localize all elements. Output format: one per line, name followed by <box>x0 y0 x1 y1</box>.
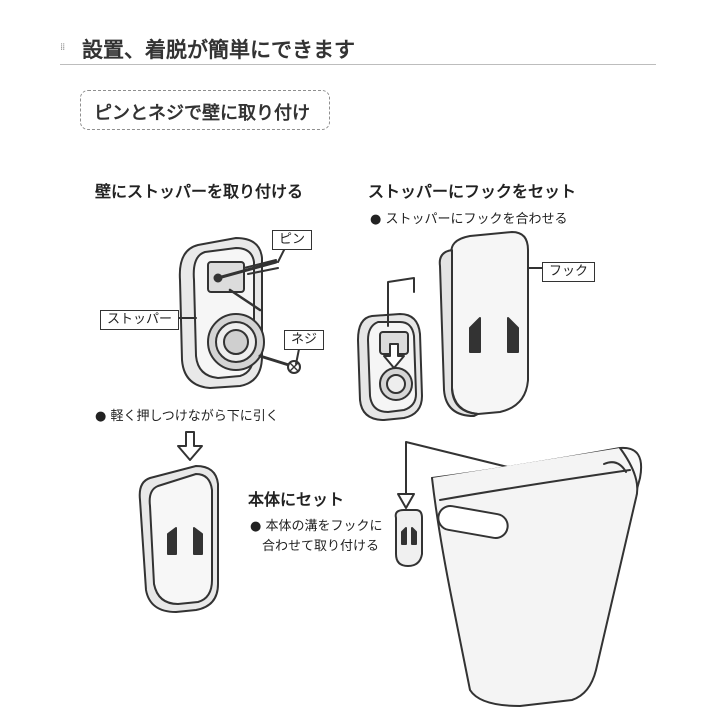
page-title: 設置、着脱が簡単にできます <box>82 38 355 62</box>
hook-callout: フック <box>542 262 596 282</box>
pin-callout: ピン <box>272 230 313 250</box>
stopper-diagram-icon <box>175 237 301 389</box>
step2-note: ● ストッパーにフックを合わせる <box>370 212 568 227</box>
method-badge-label: ピンとネジで壁に取り付け <box>94 103 310 124</box>
step2-title: ストッパーにフックをセット <box>368 182 577 201</box>
mounted-plate-icon <box>138 465 219 613</box>
stopper-callout: ストッパー <box>100 310 180 330</box>
step3-title: 本体にセット <box>248 490 345 509</box>
header-bullet-icon: ⁞⁞ <box>60 42 65 53</box>
step1-title: 壁にストッパーを取り付ける <box>95 182 304 201</box>
method-badge: ピンとネジで壁に取り付け <box>80 90 330 130</box>
step3-note-line2: 合わせて取り付ける <box>262 539 380 554</box>
step1-note: ● 軽く押しつけながら下に引く <box>95 409 279 424</box>
section-header: ⁞⁞ 設置、着脱が簡単にできます <box>60 34 656 65</box>
hook-on-stopper-icon <box>357 231 545 421</box>
step3-note-line1: ● 本体の溝をフックに <box>250 519 383 534</box>
bin-icon <box>394 441 642 707</box>
screw-callout: ネジ <box>284 330 325 350</box>
arrow-down-icon <box>177 431 203 461</box>
